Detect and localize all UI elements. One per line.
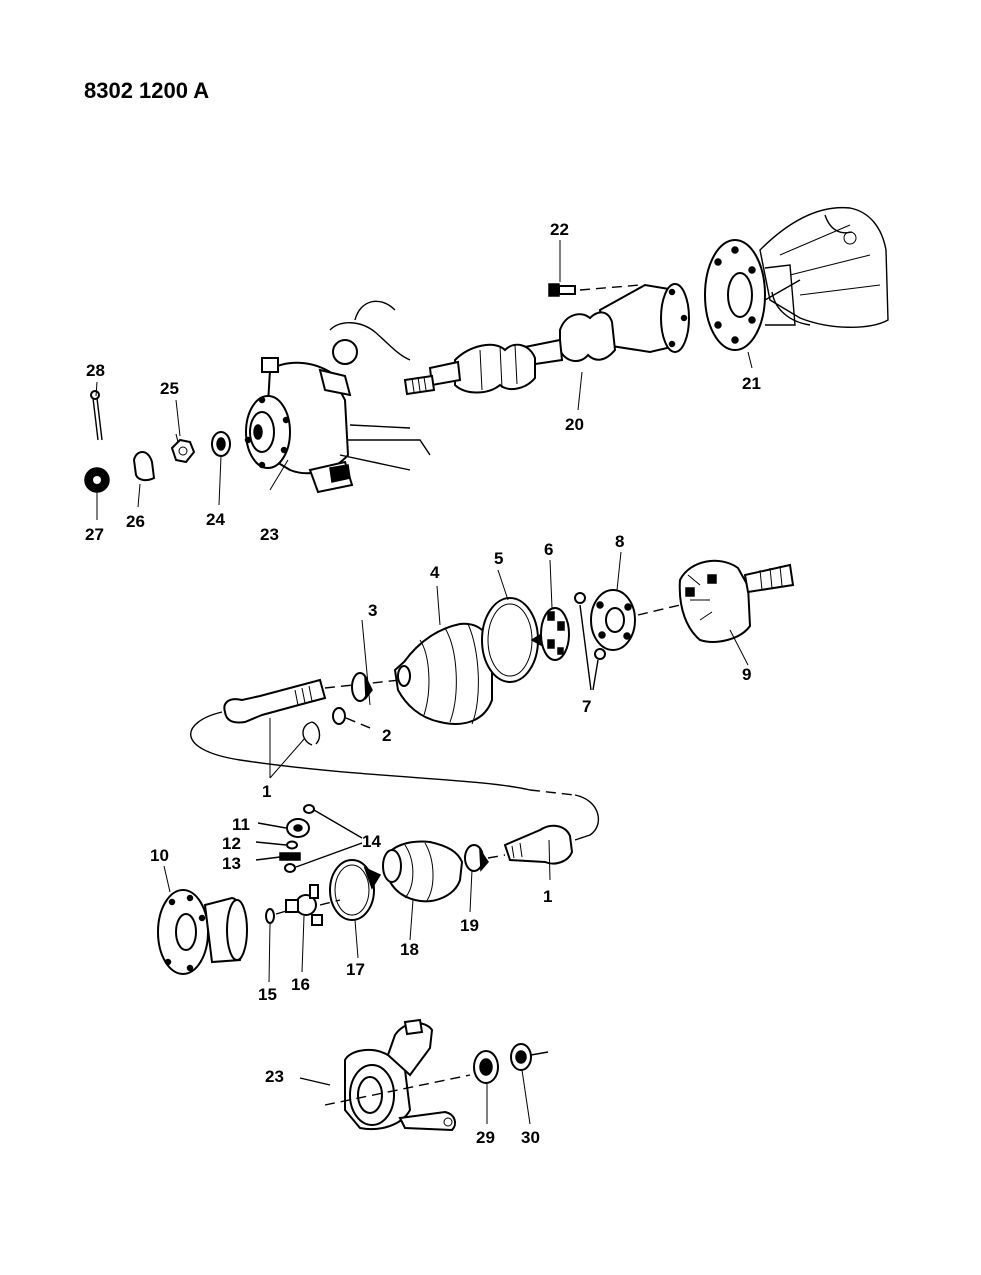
label-13: 13	[222, 854, 241, 873]
label-6: 6	[544, 540, 553, 559]
part-9-outer-joint	[678, 559, 795, 643]
label-8: 8	[615, 532, 624, 551]
part-12-washer	[286, 840, 298, 850]
part-25-hub-nut	[170, 433, 196, 464]
label-30: 30	[521, 1128, 540, 1147]
part-1-shaft-lower	[503, 824, 574, 865]
part-21-flange	[704, 239, 796, 351]
label-27: 27	[85, 525, 104, 544]
connection-loop-dash	[529, 789, 576, 796]
lower-assembly	[157, 804, 574, 975]
part-20-axle-shaft	[403, 283, 690, 396]
label-10: 10	[150, 846, 169, 865]
part-4-boot	[393, 622, 493, 725]
part-1-snap-ring	[302, 721, 321, 746]
transaxle-housing	[759, 206, 889, 328]
label-3: 3	[368, 601, 377, 620]
part-24-washer	[211, 431, 231, 457]
part-19-clamp	[464, 844, 506, 872]
label-1-upper: 1	[262, 782, 271, 801]
label-24: 24	[206, 510, 225, 529]
label-1-lower: 1	[543, 887, 552, 906]
part-2-ring	[332, 707, 376, 731]
part-13-needle-bearings	[279, 852, 301, 861]
middle-assembly	[223, 559, 795, 746]
part-14-retainers	[284, 804, 363, 873]
label-12: 12	[222, 834, 241, 853]
lower-label-leaders	[255, 822, 287, 861]
document-code: 8302 1200 A	[84, 78, 209, 103]
label-18: 18	[400, 940, 419, 959]
part-15-ring	[265, 908, 291, 924]
label-26: 26	[126, 512, 145, 531]
part-7-balls	[574, 592, 606, 691]
part-23-knuckle-bottom	[299, 1018, 471, 1132]
label-23-bottom: 23	[265, 1067, 284, 1086]
label-11: 11	[232, 815, 250, 834]
part-8-inner-race	[590, 589, 681, 651]
part-22-bolt	[548, 283, 641, 297]
label-4: 4	[430, 563, 440, 582]
label-22: 22	[550, 220, 569, 239]
label-15: 15	[258, 985, 277, 1004]
label-14: 14	[362, 832, 381, 851]
callout-labels: 22 20 21 28 25 26 27 24 23 3 4 5 6 8 9 7…	[85, 220, 761, 1147]
label-21: 21	[742, 374, 761, 393]
callout-leaders	[95, 240, 753, 1125]
top-assembly	[84, 206, 889, 494]
label-20: 20	[565, 415, 584, 434]
label-17: 17	[346, 960, 365, 979]
part-18-boot	[382, 840, 464, 903]
label-25: 25	[160, 379, 179, 398]
connection-loop-end	[574, 794, 600, 841]
label-2: 2	[382, 726, 391, 745]
part-1-shaft-upper	[223, 678, 401, 724]
part-16-spider	[285, 884, 341, 926]
bottom-assembly	[299, 1018, 549, 1132]
label-9: 9	[742, 665, 751, 684]
part-26-nut-lock	[132, 451, 156, 482]
part-29-bearing	[473, 1050, 499, 1084]
label-23-top: 23	[260, 525, 279, 544]
part-27-spring-washer	[84, 467, 110, 493]
part-5-clamp	[481, 597, 551, 683]
part-28-cotter-pin	[90, 390, 103, 441]
label-28: 28	[86, 361, 105, 380]
part-30-seal	[510, 1043, 549, 1071]
part-10-tripod-housing	[157, 889, 248, 975]
label-29: 29	[476, 1128, 495, 1147]
connection-loop	[190, 711, 531, 791]
label-16: 16	[291, 975, 310, 994]
part-6-cage	[540, 607, 570, 661]
label-5: 5	[494, 549, 503, 568]
label-7: 7	[582, 697, 591, 716]
part-17-clamp	[329, 859, 382, 921]
part-23-knuckle-hub-top	[244, 300, 431, 494]
label-19: 19	[460, 916, 479, 935]
part-11-roller	[286, 818, 310, 838]
